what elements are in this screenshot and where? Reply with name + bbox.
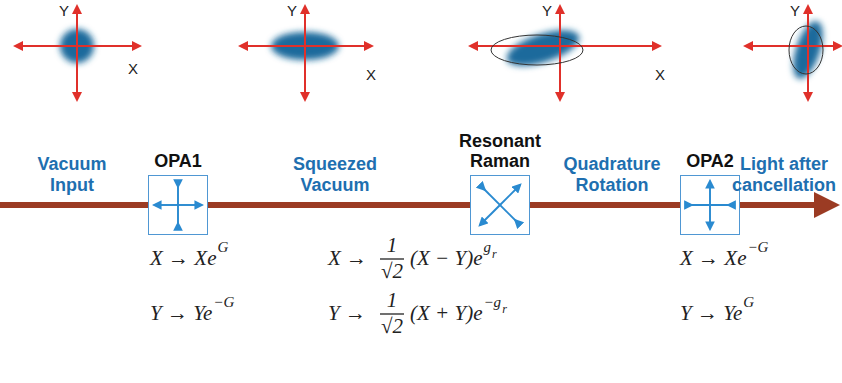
equation: X → Xe <box>680 246 746 271</box>
operation-symbol <box>149 176 207 234</box>
beam <box>530 202 680 208</box>
box-title: OPA1 <box>154 151 202 171</box>
equation: Y → Ye <box>680 301 742 326</box>
axis-label: Y <box>790 2 800 20</box>
equation-fraction: √2 <box>377 314 407 339</box>
stage-label: Vacuum Input <box>22 154 122 196</box>
beam-arrowhead <box>814 192 840 218</box>
axis-label: X <box>128 60 138 78</box>
beam <box>208 202 470 208</box>
equation-exponent: −g <box>484 294 502 311</box>
equation-exponent: G <box>217 239 228 256</box>
box-title: OPA2 <box>686 151 734 171</box>
equation: X → Xe <box>150 246 216 271</box>
axis-label: X <box>655 66 665 84</box>
process-box: OPA2 <box>680 175 740 235</box>
beam <box>740 202 818 208</box>
equation-subscript: r <box>502 302 507 316</box>
equation-fraction: √2 <box>377 259 407 284</box>
equation-exponent: G <box>743 294 754 311</box>
phase-plot <box>15 6 140 100</box>
stage-label: Light after cancellation <box>730 154 838 196</box>
equation: X → <box>328 246 367 271</box>
axis-label: X <box>366 66 376 84</box>
box-title: Resonant Raman <box>450 131 550 171</box>
axis-label: Y <box>287 2 297 20</box>
equation: (X − Y)e <box>410 246 483 271</box>
equation-exponent: −G <box>213 294 234 311</box>
equation: Y → Ye <box>150 301 212 326</box>
equation-exponent: g <box>484 239 492 256</box>
axis-label: Y <box>59 2 69 20</box>
equation: (X + Y)e <box>410 301 483 326</box>
process-box: Resonant Raman <box>470 175 530 235</box>
equation-exponent: −G <box>747 239 768 256</box>
operation-symbol <box>471 176 529 234</box>
process-box: OPA1 <box>148 175 208 235</box>
beam <box>0 202 148 208</box>
stage-label: Squeezed Vacuum <box>285 154 385 196</box>
phase-plot <box>745 6 841 100</box>
equation: Y → <box>328 301 366 326</box>
equation-fraction: 1 <box>377 288 407 313</box>
operation-symbol <box>681 176 739 234</box>
stage-label: Quadrature Rotation <box>555 154 670 196</box>
equation-fraction: 1 <box>377 233 407 258</box>
phase-plot <box>240 6 372 100</box>
equation-subscript: r <box>492 247 497 261</box>
axis-label: Y <box>542 2 552 20</box>
phase-plot <box>470 6 660 100</box>
